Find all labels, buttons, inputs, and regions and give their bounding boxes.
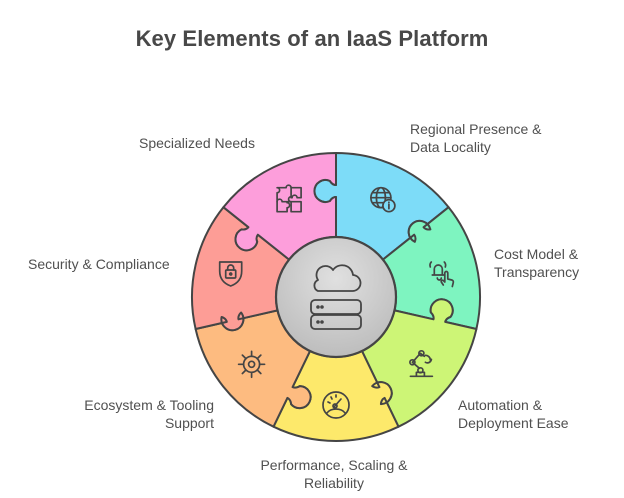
label-automation: Automation & Deployment Ease [458, 396, 569, 432]
segment-specialized-needs [222, 152, 337, 261]
label-line: Transparency [494, 264, 580, 280]
label-line: Reliability [304, 475, 364, 491]
label-performance: Performance, Scaling & Reliability [234, 456, 434, 492]
gauge-icon [322, 391, 350, 419]
center-hub [274, 235, 398, 359]
label-line: Ecosystem & Tooling [84, 397, 214, 413]
label-line: Specialized Needs [139, 135, 255, 151]
puzzle-icon [276, 184, 302, 213]
robot-arm-icon [409, 349, 434, 378]
gear-icon [237, 350, 266, 379]
diagram-title: Key Elements of an IaaS Platform [135, 26, 489, 51]
label-ecosystem: Ecosystem & Tooling Support [40, 396, 214, 432]
label-security: Security & Compliance [28, 255, 170, 273]
label-line: Support [164, 415, 214, 431]
label-line: Regional Presence & [410, 121, 542, 137]
label-regional-presence: Regional Presence & Data Locality [410, 120, 542, 156]
label-line: Data Locality [410, 139, 491, 155]
label-line: Deployment Ease [458, 415, 569, 431]
label-line: Performance, Scaling & [260, 457, 408, 473]
bell-touch-icon [429, 261, 455, 288]
label-line: Automation & [458, 397, 543, 413]
label-line: Cost Model & [494, 246, 579, 262]
cloud-server-icon [310, 264, 362, 330]
globe-info-icon [370, 186, 396, 213]
shield-lock-icon [218, 261, 243, 287]
label-line: Security & Compliance [28, 256, 170, 272]
label-specialized-needs: Specialized Needs [139, 134, 255, 152]
label-cost-model: Cost Model & Transparency [494, 245, 579, 281]
